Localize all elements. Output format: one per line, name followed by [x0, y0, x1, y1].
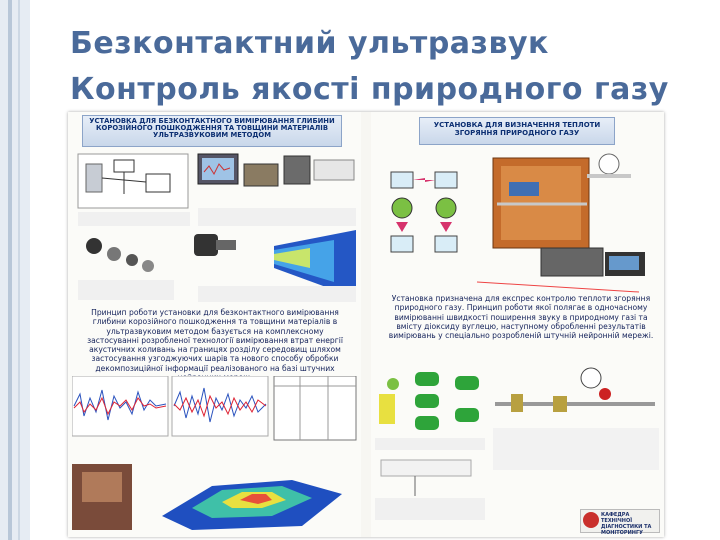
- poster-image: Установка для безконтактного вимірювання…: [68, 112, 664, 537]
- slide-title-line1: Безконтактний ультразвук: [70, 26, 549, 61]
- emblem-icon: [583, 512, 599, 528]
- slide-left-decoration: [0, 0, 30, 540]
- department-logo-text: Кафедра технічної діагностики та монітор…: [601, 512, 652, 536]
- right-poster-panel: Установка для визначення теплоти згорянн…: [371, 112, 664, 537]
- left-poster-panel: Установка для безконтактного вимірювання…: [68, 112, 361, 537]
- slide-title-line2: Контроль якості природного газу: [70, 72, 669, 107]
- right-panel-banner: Установка для визначення теплоти згорянн…: [419, 117, 615, 145]
- right-principle-text: Установка призначена для експрес контрол…: [388, 294, 654, 341]
- left-result-graphs: [72, 376, 357, 530]
- left-panel-banner: Установка для безконтактного вимірювання…: [82, 115, 342, 147]
- right-results-illustrations: [375, 367, 659, 520]
- left-principle-text: Принцип роботи установки для безконтактн…: [87, 308, 343, 382]
- right-equipment-illustrations: [390, 153, 645, 293]
- left-equipment-illustrations: [77, 153, 356, 302]
- department-logo: Кафедра технічної діагностики та монітор…: [580, 509, 660, 536]
